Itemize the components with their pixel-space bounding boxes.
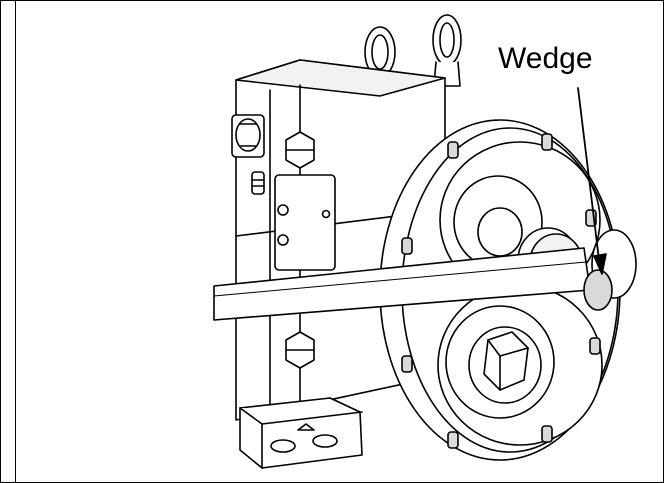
mounting-foot — [239, 397, 363, 469]
callout-leader-arrow — [577, 87, 607, 275]
hex-bolt-lower-icon — [285, 331, 315, 369]
lifting-eye-right — [432, 14, 462, 87]
wedge-callout-label: Wedge — [498, 42, 593, 75]
hex-bolt-upper-icon — [285, 131, 315, 169]
drain-plug-icon — [231, 114, 265, 158]
hex-nut-icon — [483, 331, 529, 391]
upper-rotor — [453, 175, 543, 269]
grease-fitting-icon — [251, 171, 265, 195]
wedge-tool — [583, 229, 637, 311]
